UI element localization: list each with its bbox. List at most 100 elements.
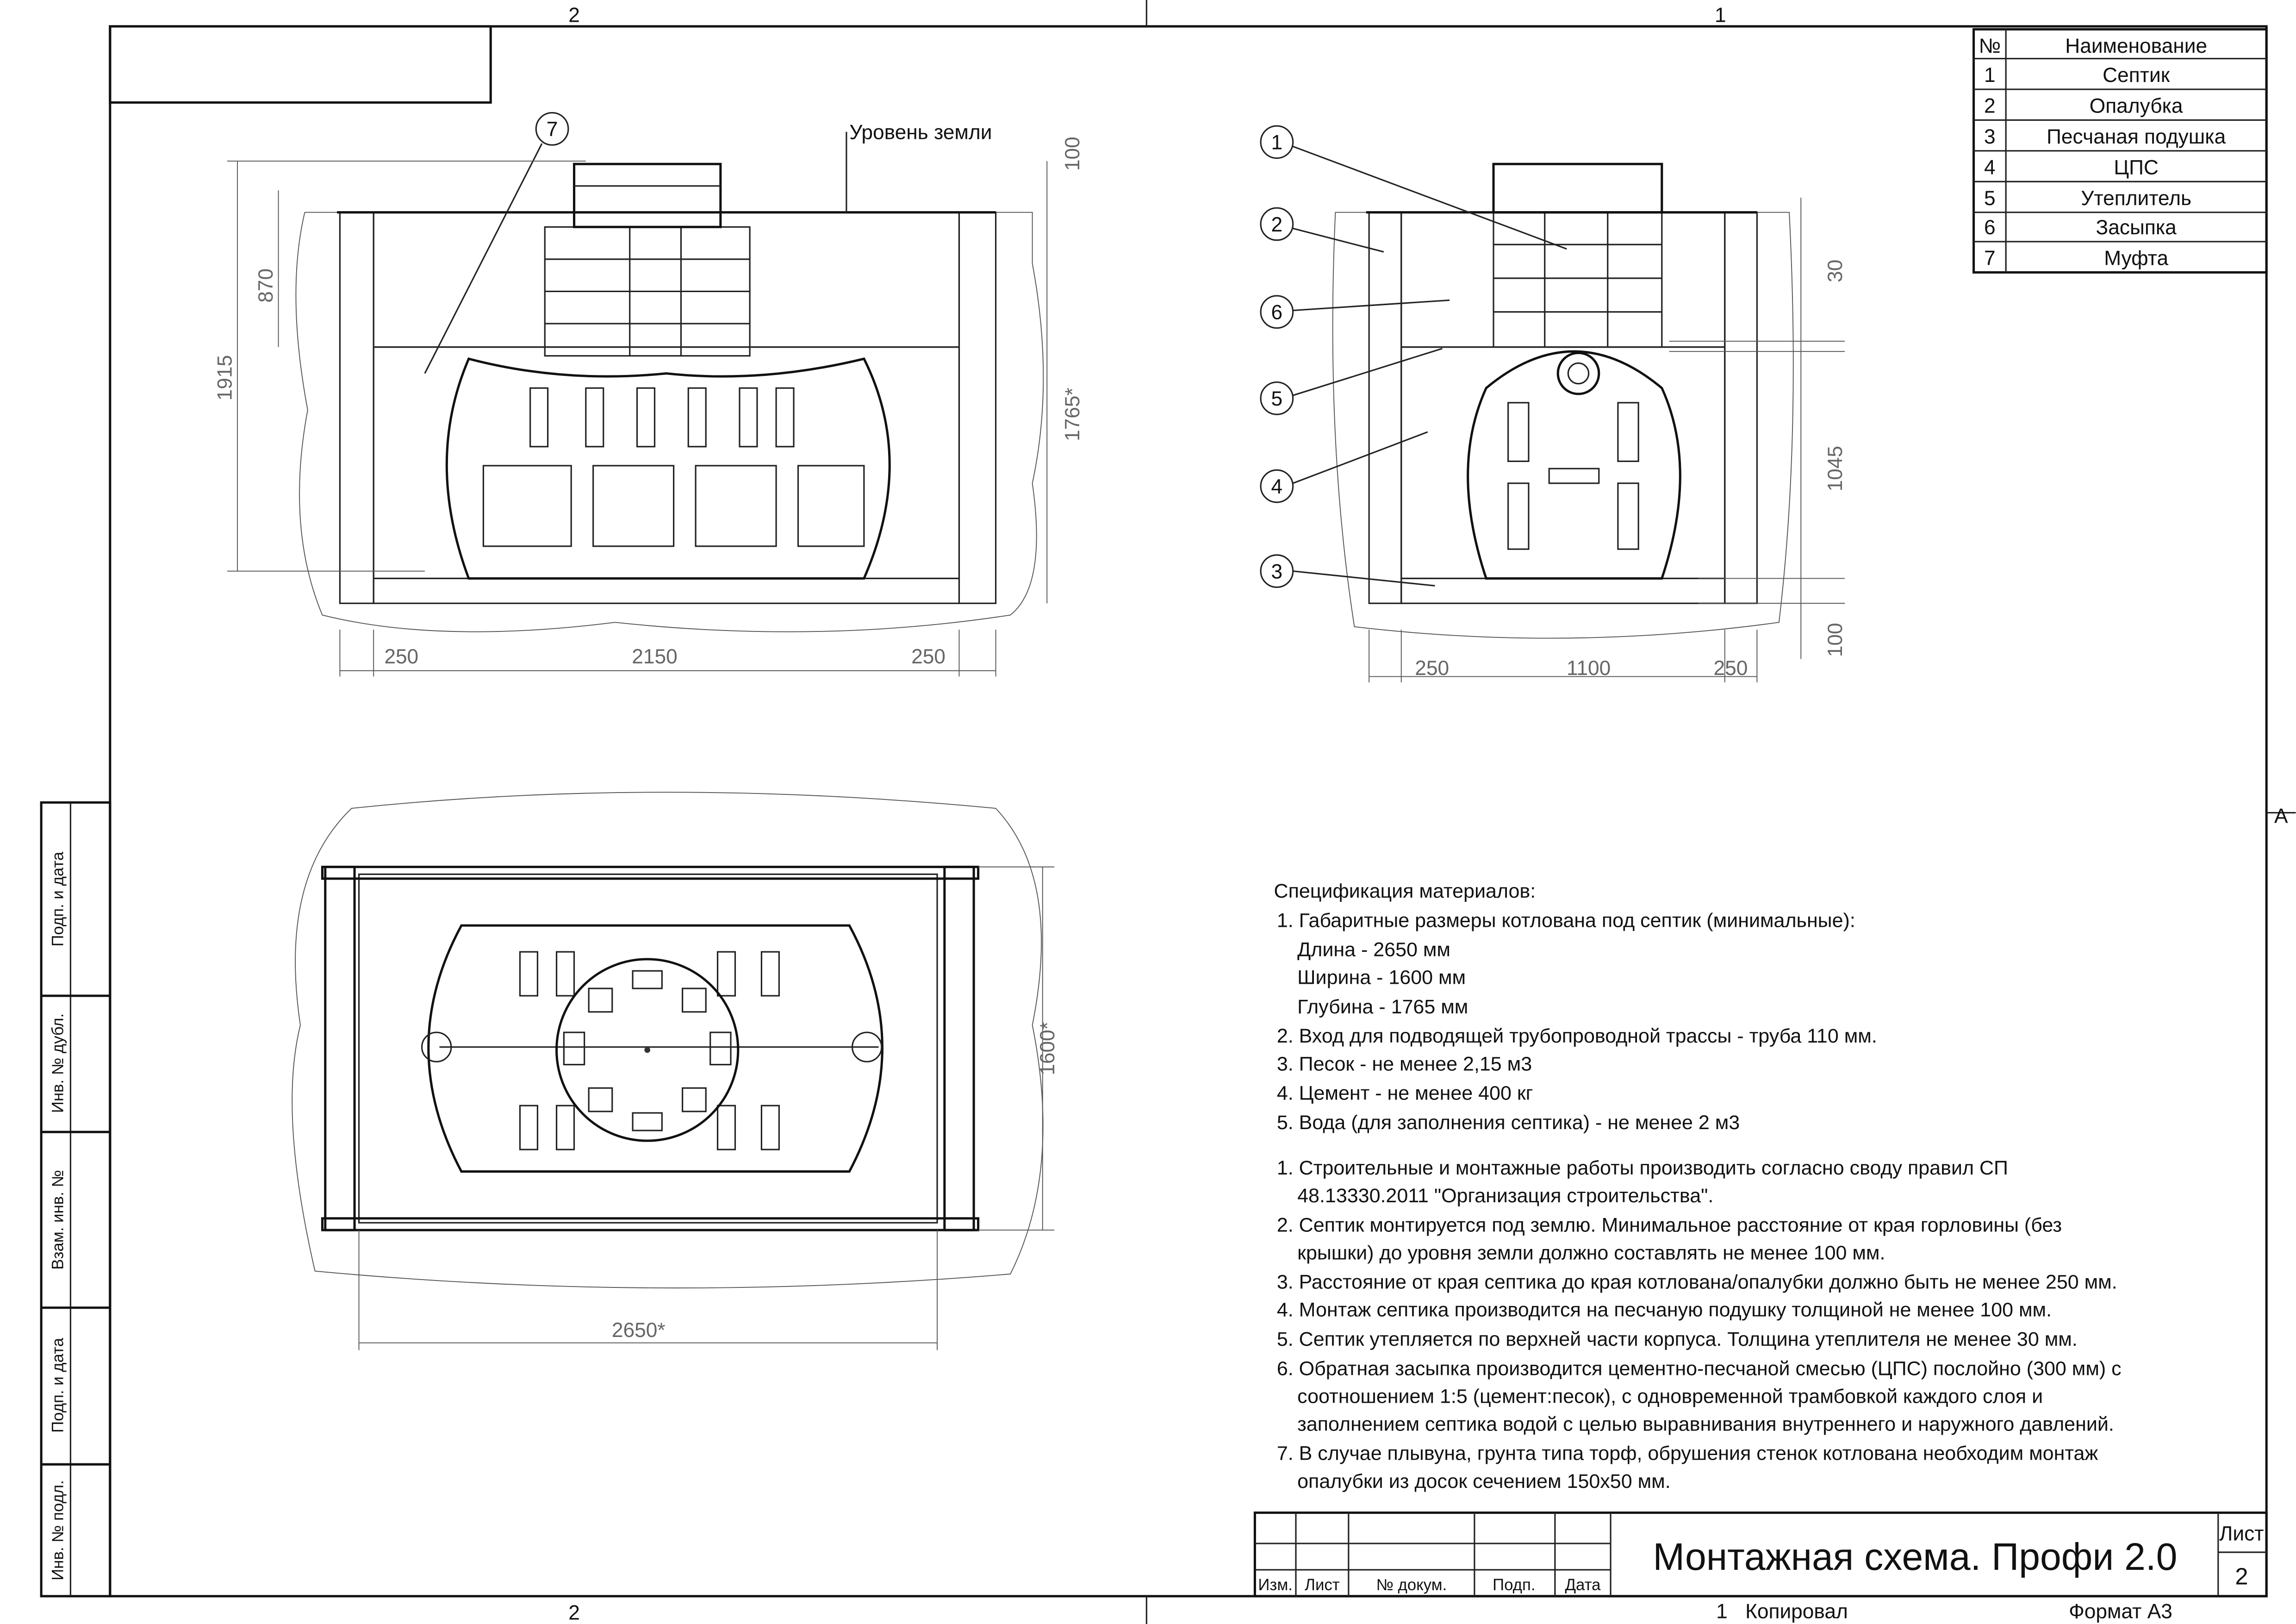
tank-ribs [482,387,865,547]
note-line: 2. Септик монтируется под землю. Минимал… [1277,1214,2062,1236]
note-line: 7. В случае плывуна, грунта типа торф, о… [1277,1443,2098,1465]
callouts: 1 2 6 5 4 3 [1260,125,1294,588]
tank-neck [1493,212,1663,348]
tank-lid [572,162,722,228]
stamp-strip: Подп. и дата Инв. № дубл. Взам. инв. № П… [40,801,112,1598]
zone-marker: 2 [568,4,580,26]
note-line: 5. Септик утепляется по верхней части ко… [1277,1328,2078,1350]
spec-title: Спецификация материалов: [1274,880,1536,902]
stamp-label: Инв. № подл. [50,1480,67,1580]
stamp-label: Подп. и дата [50,851,67,947]
dim-left: 250 [1415,657,1449,680]
cps-layer [373,346,960,580]
spec-item: 5. Вода (для заполнения септика) - не ме… [1277,1112,1740,1134]
surrounding-soil [292,792,1044,1289]
sand-cushion [1400,577,1726,604]
drawing-title: Монтажная схема. Профи 2.0 [1653,1536,2178,1578]
legend-name: Засыпка [2096,216,2177,239]
dim-pit-depth: 1765* [1061,387,1084,441]
legend-header-name: Наименование [2065,35,2207,57]
col-label: Изм. [1258,1576,1293,1594]
formwork-right [958,212,997,604]
formwork-boards [321,866,980,1231]
cps-layer [358,873,938,1224]
legend-num: 2 [1984,95,1996,118]
col-label: Лист [1305,1576,1340,1594]
callout-7 [535,112,569,146]
formwork-left [339,212,374,604]
plan-view: 1600* 2650* [292,792,1059,1350]
zone-marker: 1 [1715,4,1726,26]
note-line: 4. Монтаж септика производится на песчан… [1277,1299,2052,1321]
backfill-layer [1400,212,1726,348]
stamp-label: Взам. инв. № [50,1170,67,1269]
dim-height: 1045 [1824,446,1847,491]
side-section-view: Уровень земли 7 1915 870 100 1765* 250 2… [213,112,1084,677]
dim-total-height: 1915 [213,355,236,400]
callout-1: 1 [1271,131,1283,154]
spec-item: Глубина - 1765 мм [1297,996,1468,1018]
tank-neck-plan [555,958,740,1142]
dim-top-gap: 100 [1061,137,1084,171]
copied-label: Копировал [1745,1600,1848,1623]
col-label: Подп. [1493,1576,1535,1594]
formwork-right [1724,212,1758,604]
legend-num: 3 [1984,125,1996,148]
dim-right: 250 [1714,657,1748,680]
dim-middle: 1100 [1567,657,1611,680]
septic-tank-plan [427,924,884,1173]
sheet-number: 2 [2235,1563,2248,1590]
top-left-box [109,25,492,104]
legend-num: 7 [1984,247,1996,270]
ground-level-label: Уровень земли [849,121,992,144]
dim-plan-width: 1600* [1036,1022,1059,1075]
dim-left: 250 [384,645,418,668]
sheet-frame: 2 1 2 A [109,0,2296,1624]
surrounding-soil [295,212,1044,632]
callout-4: 4 [1271,475,1283,498]
note-line: 1. Строительные и монтажные работы произ… [1277,1157,2008,1179]
format-label: Формат А3 [2069,1600,2172,1623]
dim-middle: 2150 [632,645,677,668]
col-label: № докум. [1376,1576,1447,1594]
callout-6: 6 [1271,301,1283,324]
legend-num: 4 [1984,156,1996,179]
dim-bottom: 100 [1824,623,1847,657]
sand-cushion [373,577,960,604]
note-line: 6. Обратная засыпка производится цементн… [1277,1357,2122,1380]
dim-right: 250 [911,645,946,668]
legend-num: 1 [1984,64,1996,87]
septic-tank-front [1467,350,1681,580]
spec-item: 4. Цемент - не менее 400 кг [1277,1082,1533,1105]
legend-num: 5 [1984,187,1996,210]
note-line: заполнением септика водой с целью выравн… [1297,1413,2114,1435]
legend-name: Опалубка [2090,95,2183,118]
dim-top-height: 870 [255,269,277,303]
note-line: 3. Расстояние от края септика до края ко… [1277,1271,2117,1293]
note-line: опалубки из досок сечением 150х50 мм. [1297,1470,1671,1493]
zone-marker: 2 [568,1602,580,1624]
formwork-left [1368,212,1402,604]
note-line: крышки) до уровня земли должно составлят… [1297,1242,1885,1264]
tank-lid [1492,162,1663,214]
septic-tank-side [445,357,891,580]
spec-item: Ширина - 1600 мм [1297,967,1466,989]
dim-insulation: 30 [1824,260,1847,282]
copied-mark: 1 [1716,1600,1728,1623]
callout-5: 5 [1271,387,1283,410]
dim-plan-length: 2650* [612,1319,666,1342]
legend-name: Утеплитель [2081,187,2191,210]
legend-name: Песчаная подушка [2047,125,2226,148]
legend-table: № Наименование 1 Септик 2 Опалубка 3 Пес… [1972,28,2268,274]
spec-item: Длина - 2650 мм [1297,939,1450,961]
sheet-label: Лист [2219,1523,2264,1545]
specification: Спецификация материалов: 1. Габаритные р… [1274,880,2122,1493]
stamp-label: Инв. № дубл. [50,1013,67,1113]
callout-3: 3 [1271,560,1283,583]
note-line: 48.13330.2011 "Организация строительства… [1297,1185,1713,1207]
svg-text:7: 7 [547,118,558,141]
title-block: Изм. Лист № докум. Подп. Дата Монтажная … [1253,1512,2268,1623]
cps-layer [1400,346,1726,580]
note-line: соотношением 1:5 (цемент:песок), с однов… [1297,1385,2043,1407]
spec-item: 3. Песок - не менее 2,15 м3 [1277,1053,1532,1075]
